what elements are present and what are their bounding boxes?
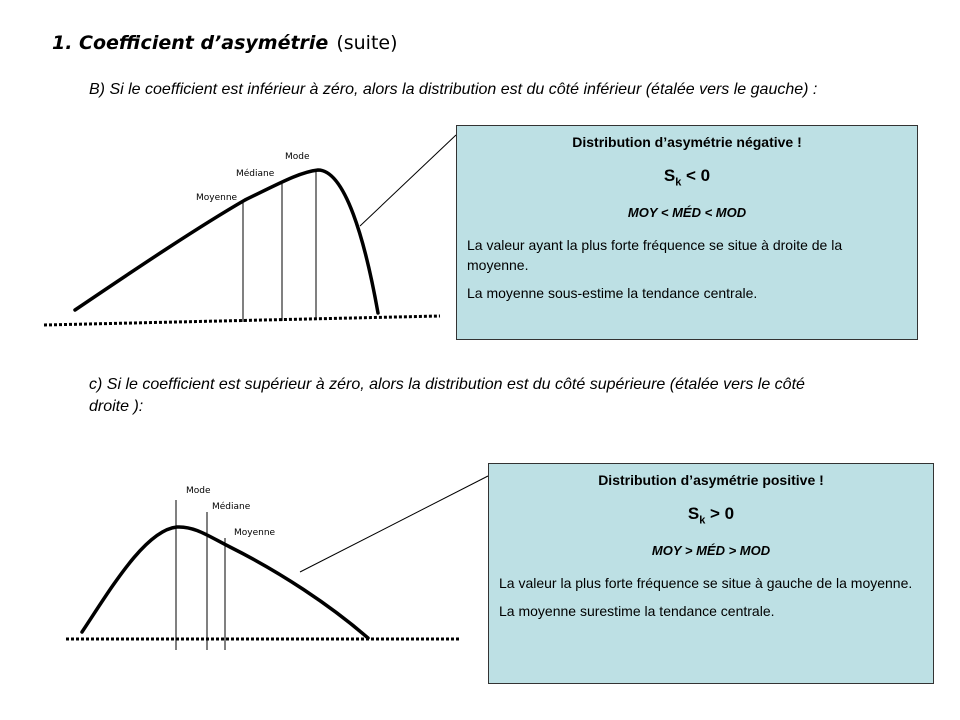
box-paragraph-1: La valeur la plus forte fréquence se sit…	[499, 575, 913, 592]
box-title: Distribution d’asymétrie positive !	[598, 472, 824, 488]
slide-title: 1. Coefficient d’asymétrie (suite)	[52, 32, 398, 54]
sk-subscript: k	[675, 176, 682, 189]
inequality: MOY > MÉD > MOD	[651, 543, 771, 559]
callout-line	[299, 475, 489, 573]
slide-title-suffix: (suite)	[336, 32, 398, 54]
positive-skew-box: Distribution d’asymétrie positive ! Sk >…	[488, 463, 934, 684]
box-title: Distribution d’asymétrie négative !	[572, 134, 802, 150]
box-paragraph-2: La moyenne sous-estime la tendance centr…	[467, 285, 758, 302]
negative-skew-box: Distribution d’asymétrie négative ! Sk <…	[456, 125, 918, 340]
sk-formula: Sk < 0	[457, 166, 917, 188]
label-mediane: Médiane	[212, 502, 251, 512]
sk-relation: < 0	[681, 166, 711, 185]
negative-skew-curve	[73, 168, 380, 315]
positive-skew-curve	[80, 525, 370, 640]
positive-skew-diagram	[66, 475, 489, 650]
callout-line	[359, 134, 457, 227]
sk-relation: > 0	[705, 504, 735, 523]
sk-subscript: k	[699, 514, 706, 527]
sk-symbol: S	[663, 166, 676, 185]
slide-title-text: 1. Coefficient d’asymétrie	[52, 32, 329, 54]
inequality: MOY < MÉD < MOD	[627, 205, 747, 221]
baseline-dotted	[43, 314, 441, 327]
label-mode: Mode	[186, 486, 211, 496]
sk-formula: Sk > 0	[489, 504, 933, 526]
label-moyenne: Moyenne	[234, 528, 276, 538]
section-c-text: c) Si le coefficient est supérieur à zér…	[89, 376, 805, 415]
label-moyenne: Moyenne	[196, 193, 238, 203]
sk-symbol: S	[687, 504, 700, 523]
box-paragraph-2: La moyenne surestime la tendance central…	[499, 603, 775, 620]
box-paragraph-1: La valeur ayant la plus forte fréquence …	[467, 237, 843, 274]
section-b-text: B) Si le coefficient est inférieur à zér…	[89, 81, 818, 98]
negative-skew-diagram	[43, 134, 457, 327]
label-mode: Mode	[285, 152, 310, 162]
label-mediane: Médiane	[236, 169, 275, 179]
